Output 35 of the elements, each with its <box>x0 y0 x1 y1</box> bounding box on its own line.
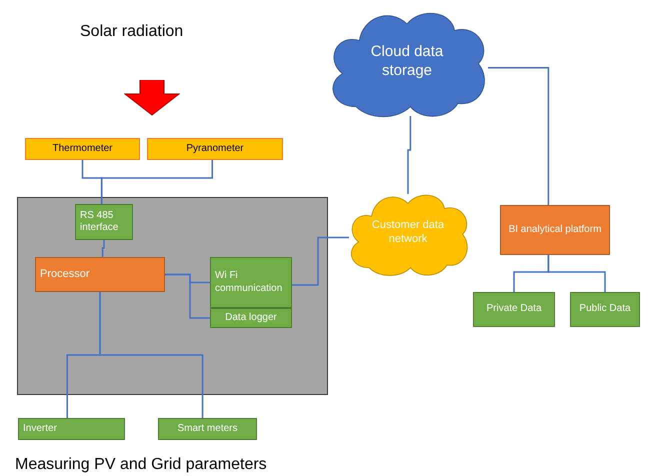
connector-line <box>99 292 204 418</box>
node-label: Wi Fi communication <box>215 270 284 295</box>
connector-line <box>548 255 606 292</box>
connector-line <box>102 240 105 257</box>
inverter-box <box>18 418 125 440</box>
sensor-box <box>25 138 140 160</box>
connector-line <box>407 116 412 194</box>
platform-box <box>500 205 610 255</box>
interface-box <box>75 204 133 240</box>
node-label: Data logger <box>225 312 277 324</box>
connector-line <box>165 274 210 319</box>
node-label: BI analytical platform <box>508 224 602 236</box>
data-box <box>570 292 640 327</box>
node-label: Thermometer <box>52 142 112 156</box>
connector-line <box>292 236 349 286</box>
node-label: RS 485 interface <box>80 210 120 234</box>
meter-box <box>158 418 257 440</box>
sensor-box <box>147 138 283 160</box>
connector-line <box>100 160 214 204</box>
connector-line <box>488 67 550 205</box>
communication-box <box>210 257 292 308</box>
processor-box <box>35 257 165 292</box>
node-label: Smart meters <box>177 422 238 436</box>
node-label: Private Data <box>486 303 542 316</box>
device-enclosure <box>17 197 328 395</box>
node-label: Processor <box>40 268 90 282</box>
node-label: Inverter <box>23 422 57 436</box>
node-label: Customer data network <box>370 219 446 247</box>
caption-text: Measuring PV and Grid parameters <box>15 455 267 475</box>
data-box <box>473 292 555 327</box>
node-label: Pyranometer <box>186 142 244 156</box>
heading-text: Solar radiation <box>80 22 184 42</box>
node-label: Public Data <box>579 303 631 316</box>
logger-box <box>210 308 292 328</box>
node-label: Cloud data storage <box>370 43 444 81</box>
